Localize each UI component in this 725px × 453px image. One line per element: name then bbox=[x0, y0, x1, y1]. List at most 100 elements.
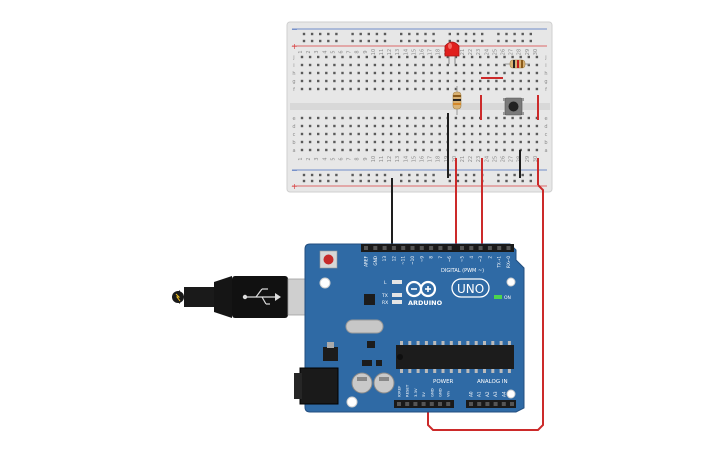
breadboard-hole[interactable] bbox=[349, 148, 352, 152]
breadboard-hole[interactable] bbox=[317, 132, 320, 136]
breadboard-hole[interactable] bbox=[495, 148, 498, 152]
rail-hole[interactable] bbox=[400, 179, 403, 183]
breadboard-hole[interactable] bbox=[462, 148, 466, 152]
breadboard-hole[interactable] bbox=[462, 116, 466, 120]
breadboard-hole[interactable] bbox=[527, 63, 530, 67]
breadboard-hole[interactable] bbox=[438, 63, 441, 67]
breadboard-hole[interactable] bbox=[398, 55, 401, 59]
header-pin[interactable] bbox=[469, 246, 474, 250]
resistor-vertical[interactable] bbox=[452, 86, 462, 115]
rail-hole[interactable] bbox=[302, 32, 306, 36]
rail-hole[interactable] bbox=[367, 32, 370, 36]
rail-hole[interactable] bbox=[472, 173, 476, 177]
breadboard-hole[interactable] bbox=[503, 87, 506, 91]
rail-hole[interactable] bbox=[505, 39, 508, 43]
rail-hole[interactable] bbox=[383, 32, 387, 36]
breadboard-hole[interactable] bbox=[519, 79, 522, 83]
rail-hole[interactable] bbox=[456, 39, 460, 43]
breadboard-hole[interactable] bbox=[438, 116, 441, 120]
breadboard-hole[interactable] bbox=[349, 87, 352, 91]
rail-hole[interactable] bbox=[302, 173, 306, 177]
breadboard-hole[interactable] bbox=[381, 116, 385, 120]
breadboard-hole[interactable] bbox=[503, 116, 506, 120]
rail-hole[interactable] bbox=[335, 39, 338, 43]
breadboard-hole[interactable] bbox=[438, 79, 441, 83]
breadboard-hole[interactable] bbox=[519, 140, 522, 144]
breadboard-hole[interactable] bbox=[341, 148, 344, 152]
rail-hole[interactable] bbox=[497, 173, 500, 177]
rail-hole[interactable] bbox=[367, 39, 370, 43]
breadboard-hole[interactable] bbox=[325, 63, 328, 67]
breadboard-hole[interactable] bbox=[357, 55, 360, 59]
header-pin[interactable] bbox=[447, 246, 452, 250]
breadboard-hole[interactable] bbox=[381, 87, 385, 91]
breadboard-hole[interactable] bbox=[511, 148, 514, 152]
breadboard-hole[interactable] bbox=[325, 132, 328, 136]
breadboard-hole[interactable] bbox=[527, 55, 530, 59]
breadboard-hole[interactable] bbox=[373, 87, 377, 91]
breadboard-hole[interactable] bbox=[373, 148, 377, 152]
breadboard-hole[interactable] bbox=[325, 87, 328, 91]
breadboard-hole[interactable] bbox=[422, 132, 425, 136]
rail-hole[interactable] bbox=[505, 179, 508, 183]
rail-hole[interactable] bbox=[351, 32, 354, 36]
breadboard-hole[interactable] bbox=[527, 116, 530, 120]
breadboard-hole[interactable] bbox=[503, 55, 506, 59]
header-pin[interactable] bbox=[506, 246, 511, 250]
breadboard-hole[interactable] bbox=[470, 63, 474, 67]
breadboard-hole[interactable] bbox=[446, 55, 449, 59]
breadboard-hole[interactable] bbox=[414, 132, 417, 136]
breadboard-hole[interactable] bbox=[389, 71, 393, 75]
breadboard-hole[interactable] bbox=[535, 55, 539, 59]
rail-hole[interactable] bbox=[302, 179, 306, 183]
breadboard-hole[interactable] bbox=[503, 132, 506, 136]
wire-5v-red[interactable] bbox=[427, 184, 544, 431]
rail-hole[interactable] bbox=[319, 39, 322, 43]
rail-hole[interactable] bbox=[448, 39, 451, 43]
breadboard-hole[interactable] bbox=[414, 148, 417, 152]
header-pin[interactable] bbox=[478, 246, 483, 250]
breadboard-hole[interactable] bbox=[519, 116, 522, 120]
header-pin[interactable] bbox=[438, 246, 443, 250]
breadboard-hole[interactable] bbox=[519, 71, 522, 75]
breadboard-hole[interactable] bbox=[519, 124, 522, 128]
rail-hole[interactable] bbox=[335, 32, 338, 36]
breadboard-hole[interactable] bbox=[381, 55, 385, 59]
breadboard-hole[interactable] bbox=[430, 79, 433, 83]
breadboard-hole[interactable] bbox=[438, 124, 441, 128]
breadboard-hole[interactable] bbox=[317, 63, 320, 67]
breadboard-hole[interactable] bbox=[414, 63, 417, 67]
rail-hole[interactable] bbox=[529, 179, 532, 183]
breadboard-hole[interactable] bbox=[495, 79, 498, 83]
breadboard-hole[interactable] bbox=[454, 124, 458, 128]
breadboard-hole[interactable] bbox=[414, 87, 417, 91]
header-pin[interactable] bbox=[510, 402, 514, 406]
rail-hole[interactable] bbox=[400, 39, 403, 43]
breadboard-hole[interactable] bbox=[479, 148, 482, 152]
breadboard-hole[interactable] bbox=[479, 55, 482, 59]
header-pin[interactable] bbox=[364, 246, 368, 250]
breadboard-hole[interactable] bbox=[511, 116, 514, 120]
header-pin[interactable] bbox=[429, 402, 434, 406]
breadboard-hole[interactable] bbox=[398, 116, 401, 120]
rail-hole[interactable] bbox=[513, 32, 516, 36]
breadboard-hole[interactable] bbox=[430, 71, 433, 75]
breadboard-hole[interactable] bbox=[317, 55, 320, 59]
breadboard-hole[interactable] bbox=[422, 124, 425, 128]
header-pin[interactable] bbox=[446, 402, 451, 406]
breadboard-hole[interactable] bbox=[357, 116, 360, 120]
rail-hole[interactable] bbox=[513, 39, 516, 43]
rail-hole[interactable] bbox=[521, 32, 524, 36]
header-pin[interactable] bbox=[429, 246, 434, 250]
breadboard-hole[interactable] bbox=[495, 55, 498, 59]
breadboard-hole[interactable] bbox=[430, 140, 433, 144]
rail-hole[interactable] bbox=[521, 179, 524, 183]
rail-hole[interactable] bbox=[383, 173, 387, 177]
breadboard-hole[interactable] bbox=[365, 87, 368, 91]
header-pin[interactable] bbox=[501, 402, 506, 406]
breadboard-hole[interactable] bbox=[333, 55, 336, 59]
breadboard-hole[interactable] bbox=[349, 140, 352, 144]
breadboard-hole[interactable] bbox=[470, 79, 474, 83]
breadboard-hole[interactable] bbox=[487, 63, 490, 67]
